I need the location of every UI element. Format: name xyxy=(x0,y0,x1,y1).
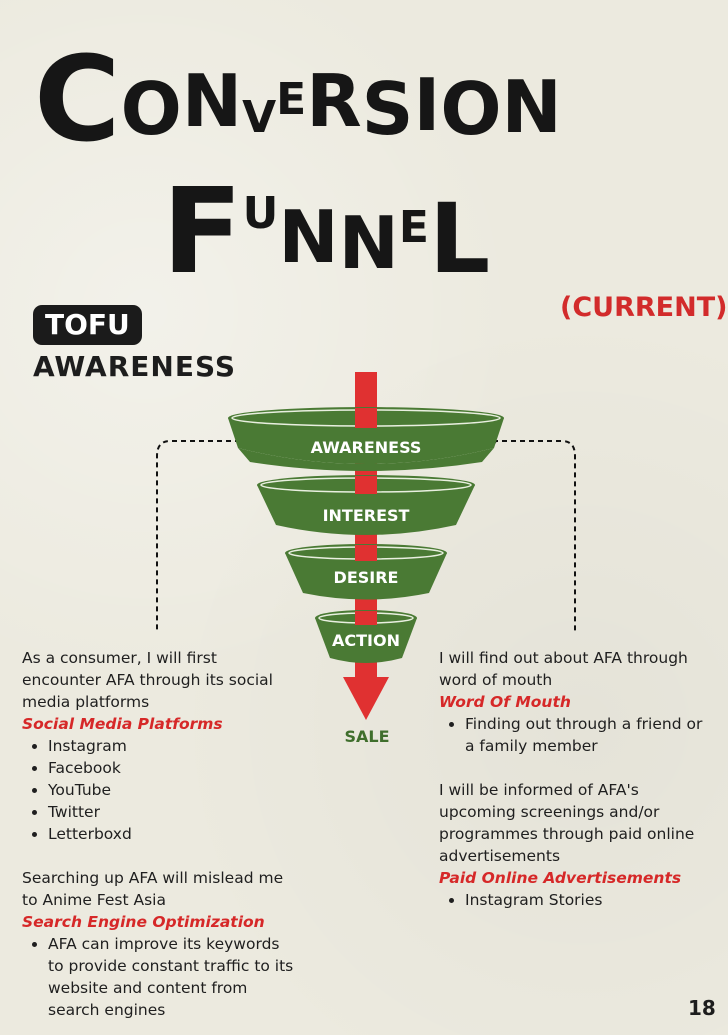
section-heading: AWARENESS xyxy=(33,350,237,383)
seo-heading: Search Engine Optimization xyxy=(22,913,265,931)
title-letter: C xyxy=(34,30,121,168)
title-letter: E xyxy=(398,202,429,253)
title-letter: N xyxy=(278,195,339,279)
funnel-stage-action xyxy=(315,610,417,663)
right-column: I will find out about AFA through word o… xyxy=(439,647,714,911)
title-letter: L xyxy=(428,183,491,295)
tofu-badge: TOFU xyxy=(33,305,142,345)
title-letter: N xyxy=(181,59,243,143)
paid-ads-heading: Paid Online Advertisements xyxy=(439,869,682,887)
funnel-stage-interest xyxy=(257,475,475,535)
title-letter: O xyxy=(120,67,182,151)
seo-list: AFA can improve its keywords to provide … xyxy=(22,933,297,1021)
word-of-mouth-list: Finding out through a friend or a family… xyxy=(439,713,714,757)
stage-label-desire: DESIRE xyxy=(334,568,399,587)
list-item: AFA can improve its keywords to provide … xyxy=(48,933,297,1021)
title-letter: F xyxy=(162,162,243,300)
list-item: Instagram Stories xyxy=(465,889,714,911)
current-label: (CURRENT) xyxy=(560,292,728,323)
search-intro-text: Searching up AFA will mislead me to Anim… xyxy=(22,869,284,909)
page-number: 18 xyxy=(688,996,716,1020)
title-letter: V xyxy=(242,92,277,143)
title-letter: R xyxy=(306,59,362,143)
funnel-diagram: AWARENESS INTEREST DESIRE ACTION SALE xyxy=(156,372,576,746)
list-item: Instagram xyxy=(48,735,297,757)
list-item: Letterboxd xyxy=(48,823,297,845)
social-media-heading: Social Media Platforms xyxy=(22,715,223,733)
stage-label-awareness: AWARENESS xyxy=(311,438,422,457)
funnel-stage-awareness xyxy=(228,407,504,471)
left-intro-text: As a consumer, I will first encounter AF… xyxy=(22,649,273,711)
title-letter: N xyxy=(338,201,399,285)
ads-intro-text: I will be informed of AFA's upcoming scr… xyxy=(439,781,695,865)
stage-label-interest: INTEREST xyxy=(323,506,410,525)
title-letter: U xyxy=(242,188,279,239)
right-intro-text: I will find out about AFA through word o… xyxy=(439,649,688,689)
left-column: As a consumer, I will first encounter AF… xyxy=(22,647,297,1021)
title-letter: I xyxy=(413,63,441,147)
left-dashed-connector xyxy=(156,440,240,632)
list-item: Finding out through a friend or a family… xyxy=(465,713,714,757)
social-media-list: Instagram Facebook YouTube Twitter Lette… xyxy=(22,735,297,845)
red-arrow-head xyxy=(343,677,389,720)
title-conversion: CONVERSION xyxy=(34,40,562,158)
paid-ads-list: Instagram Stories xyxy=(439,889,714,911)
list-item: Twitter xyxy=(48,801,297,823)
sale-label: SALE xyxy=(344,727,389,746)
right-dashed-connector xyxy=(493,440,576,632)
word-of-mouth-heading: Word Of Mouth xyxy=(439,693,571,711)
title-letter: N xyxy=(501,65,562,149)
stage-label-action: ACTION xyxy=(332,631,400,650)
funnel-stage-desire xyxy=(285,544,447,600)
title-letter: E xyxy=(276,74,307,125)
title-letter: S xyxy=(361,67,414,151)
list-item: Facebook xyxy=(48,757,297,779)
title-funnel: FUNNEL xyxy=(162,172,490,290)
title-letter: O xyxy=(440,67,502,151)
list-item: YouTube xyxy=(48,779,297,801)
